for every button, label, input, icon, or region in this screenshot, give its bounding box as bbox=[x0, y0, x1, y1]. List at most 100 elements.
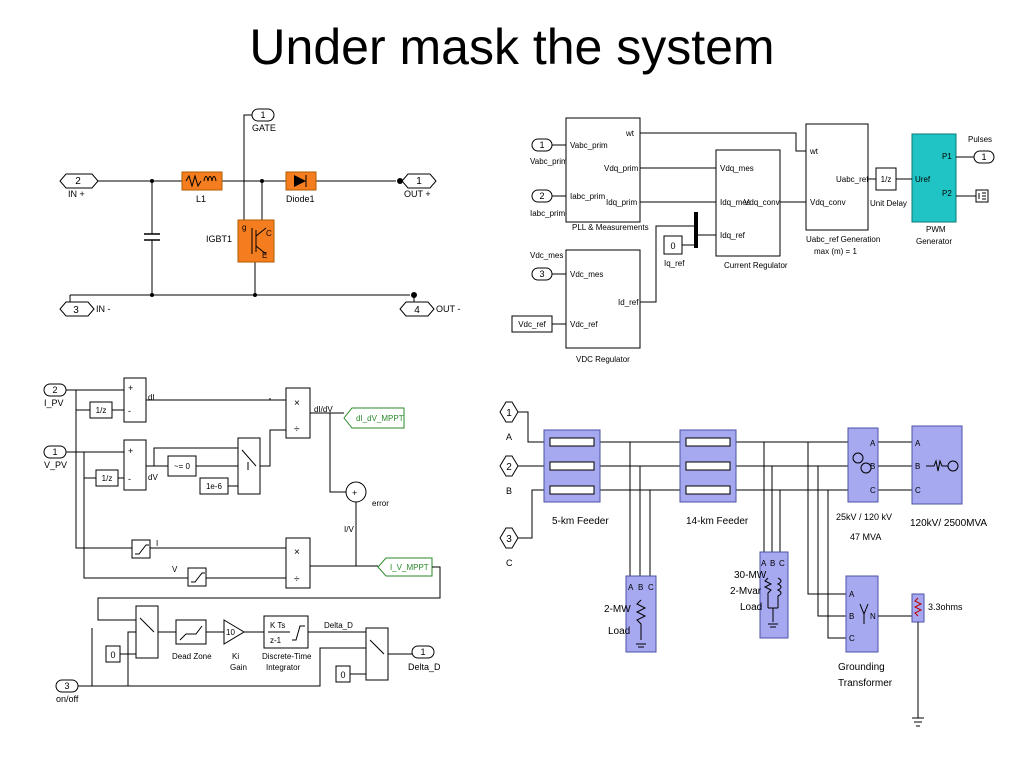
boost-in-minus-port[interactable]: 3 bbox=[59, 301, 95, 317]
svg-text:Vabc_prim: Vabc_prim bbox=[570, 141, 608, 150]
load-30mw-label-1: 30-MW bbox=[734, 570, 767, 581]
mppt-compare-block[interactable]: ~= 0 bbox=[167, 455, 197, 477]
svg-text:Idq_ref: Idq_ref bbox=[720, 231, 746, 240]
control-in2-label: Iabc_prim bbox=[530, 209, 565, 218]
mppt-sum-1[interactable]: +- bbox=[123, 377, 147, 423]
svg-text:Uref: Uref bbox=[915, 175, 931, 184]
mux-bar[interactable] bbox=[694, 212, 698, 248]
load-2mw[interactable]: A B C bbox=[625, 575, 657, 653]
svg-text:A: A bbox=[915, 439, 921, 448]
mppt-sum-2[interactable]: +- bbox=[123, 439, 147, 491]
mppt-gain-ki[interactable]: 10 bbox=[223, 619, 245, 645]
mppt-dead-zone[interactable] bbox=[175, 619, 207, 645]
mppt-switch-2[interactable] bbox=[135, 605, 159, 659]
svg-text:C: C bbox=[779, 559, 785, 568]
svg-text:2: 2 bbox=[75, 176, 81, 187]
control-in2-port[interactable]: 2 bbox=[531, 189, 553, 203]
mppt-integrator[interactable]: K Ts z-1 bbox=[263, 615, 309, 649]
mppt-integrator-label-1: Discrete-Time bbox=[262, 652, 312, 661]
mppt-onoff-port[interactable]: 3 bbox=[55, 679, 79, 693]
svg-text:C: C bbox=[648, 583, 654, 592]
boost-out-minus-label: OUT - bbox=[436, 304, 460, 314]
mppt-controller-diagram: 2 I_PV 1 V_PV 3 on/off 1/z 1/z +- +- dI … bbox=[43, 377, 441, 704]
mppt-delta-label: Delta_D bbox=[324, 621, 353, 630]
inductor-label: L1 bbox=[196, 194, 206, 204]
uabc-ref-generation-block[interactable]: wt Vdq_conv Uabc_ref bbox=[805, 123, 869, 231]
svg-text:1: 1 bbox=[52, 447, 57, 457]
load-2mw-label-1: 2-MW bbox=[604, 604, 631, 615]
mppt-ipv-port[interactable]: 2 bbox=[43, 383, 67, 397]
feeder-5km[interactable] bbox=[543, 429, 601, 503]
mppt-eps-constant[interactable]: 1e-6 bbox=[199, 477, 229, 495]
vdc-ref-constant[interactable]: Vdc_ref bbox=[511, 315, 553, 333]
pwm-label-2: Generator bbox=[916, 237, 952, 246]
svg-text:+: + bbox=[128, 383, 133, 393]
mppt-const-0-a[interactable]: 0 bbox=[105, 645, 121, 663]
igbt-1[interactable]: g C E bbox=[237, 219, 275, 263]
control-in1-label: Vabc_prim bbox=[530, 157, 568, 166]
svg-text:N: N bbox=[870, 612, 876, 621]
mppt-delta-d-out-port[interactable]: 1 bbox=[411, 645, 435, 659]
grounding-transformer[interactable]: A B C N bbox=[845, 575, 879, 653]
capacitor-icon[interactable] bbox=[144, 224, 160, 248]
mppt-di-label: dI bbox=[148, 393, 155, 402]
mppt-dead-zone-label: Dead Zone bbox=[172, 652, 212, 661]
load-30mw[interactable]: A B C bbox=[759, 551, 789, 639]
boost-out-plus-port[interactable]: 1 bbox=[397, 173, 437, 189]
source-120kv[interactable]: A B C bbox=[911, 425, 963, 505]
boost-out-minus-port[interactable]: 4 bbox=[399, 292, 435, 317]
pwm-generator-block[interactable]: Uref P1 P2 bbox=[911, 133, 957, 223]
pulses-label: Pulses bbox=[968, 135, 992, 144]
feeder-14km[interactable] bbox=[679, 429, 737, 503]
mppt-error-sum[interactable]: + bbox=[345, 481, 367, 503]
uabc-label-1: Uabc_ref Generation bbox=[806, 235, 880, 244]
svg-text:C: C bbox=[915, 486, 921, 495]
inductor-l1[interactable] bbox=[181, 171, 223, 191]
boost-in-plus-port[interactable]: 2 bbox=[59, 173, 99, 189]
diode-1[interactable] bbox=[285, 171, 317, 191]
svg-text:Iabc_prim: Iabc_prim bbox=[570, 192, 605, 201]
mppt-goto-didv[interactable]: dI_dV_MPPT bbox=[343, 407, 405, 429]
svg-text:Uabc_ref: Uabc_ref bbox=[836, 175, 869, 184]
mppt-switch-1[interactable] bbox=[237, 437, 261, 495]
resistor-3-3ohms[interactable] bbox=[911, 593, 925, 623]
grid-in-c-port[interactable]: 3 bbox=[499, 527, 519, 549]
current-regulator-block[interactable]: Vdq_mes Idq_mes Idq_ref Vdq_conv bbox=[715, 149, 781, 257]
mppt-onoff-label: on/off bbox=[56, 694, 79, 704]
feeder-5km-label: 5-km Feeder bbox=[552, 516, 609, 527]
mppt-saturation-i[interactable] bbox=[131, 539, 151, 559]
unit-delay-block[interactable]: 1/z bbox=[875, 167, 897, 191]
boost-gate-port[interactable]: 1 bbox=[251, 108, 275, 122]
iq-ref-constant[interactable]: 0 bbox=[663, 235, 683, 255]
grid-in-b-port[interactable]: 2 bbox=[499, 455, 519, 477]
pulses-out-port[interactable]: 1 bbox=[973, 150, 995, 164]
svg-text:dI_dV_MPPT: dI_dV_MPPT bbox=[356, 414, 404, 423]
svg-text:I_V_MPPT: I_V_MPPT bbox=[390, 563, 429, 572]
mppt-divide-2[interactable]: ×÷ bbox=[285, 537, 311, 589]
mppt-delay-2[interactable]: 1/z bbox=[95, 469, 119, 487]
mppt-const-0-b[interactable]: 0 bbox=[335, 665, 351, 683]
mppt-dv-label: dV bbox=[148, 473, 158, 482]
control-in1-port[interactable]: 1 bbox=[531, 138, 553, 152]
grid-in-a-port[interactable]: 1 bbox=[499, 401, 519, 423]
svg-text:Idq_mes: Idq_mes bbox=[720, 198, 751, 207]
load-30mw-label-3: Load bbox=[740, 602, 762, 613]
mppt-divide-1[interactable]: ×÷ bbox=[285, 387, 311, 439]
svg-text:A: A bbox=[849, 590, 855, 599]
svg-text:P1: P1 bbox=[942, 152, 952, 161]
mppt-i-label: I bbox=[156, 539, 158, 548]
mppt-vpv-port[interactable]: 1 bbox=[43, 445, 67, 459]
pll-measurements-block[interactable]: Vabc_prim Iabc_prim wt Vdq_prim Idq_prim bbox=[565, 117, 641, 223]
boost-out-plus-label: OUT + bbox=[404, 189, 431, 199]
mppt-switch-3[interactable] bbox=[365, 627, 389, 681]
transformer-25-120kv[interactable]: A B C bbox=[847, 427, 879, 503]
control-in3-port[interactable]: 3 bbox=[531, 267, 553, 281]
mppt-saturation-v[interactable] bbox=[187, 567, 207, 587]
mppt-goto-iv[interactable]: I_V_MPPT bbox=[377, 557, 433, 577]
svg-text:1/z: 1/z bbox=[102, 474, 113, 483]
svg-text:Vdq_conv: Vdq_conv bbox=[810, 198, 846, 207]
vdc-regulator-block[interactable]: Vdc_mes Vdc_ref Id_ref bbox=[565, 249, 641, 349]
mppt-delay-1[interactable]: 1/z bbox=[89, 401, 113, 419]
svg-text:C: C bbox=[849, 634, 855, 643]
igbt-label: IGBT1 bbox=[206, 234, 232, 244]
